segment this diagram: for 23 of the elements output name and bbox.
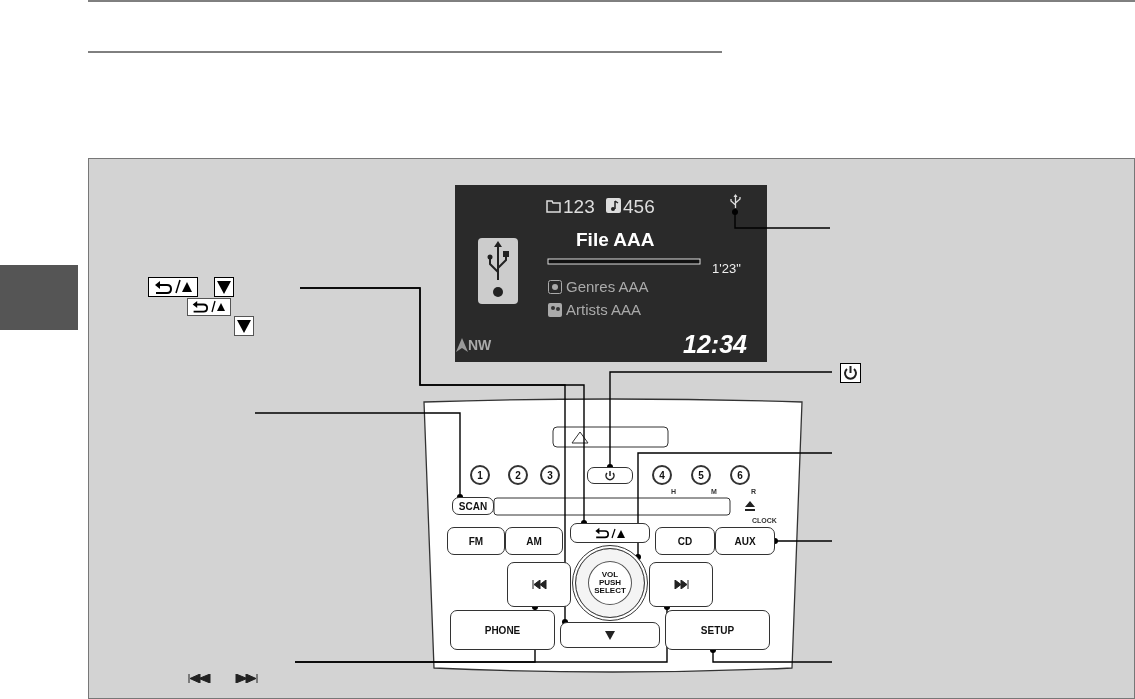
previous-track-button — [507, 562, 571, 607]
leader-line — [732, 209, 831, 229]
track-count: 456 — [623, 197, 655, 216]
phone-button: PHONE — [450, 610, 555, 650]
clock-display: 12:34 — [683, 332, 747, 357]
genre-text: Genres AAA — [566, 279, 649, 294]
track-title: File AAA — [576, 230, 655, 249]
power-button — [587, 467, 633, 484]
band-button: AM — [505, 527, 563, 555]
leader-line — [299, 287, 568, 625]
setup-button: SETUP — [665, 610, 770, 650]
down-button — [560, 622, 660, 648]
source-button: CD — [655, 527, 715, 555]
band-button: FM — [447, 527, 505, 555]
artist-text: Artists AAA — [566, 302, 642, 317]
aux-button: AUX — [715, 527, 775, 555]
folder-count: 123 — [563, 197, 595, 216]
leader-line — [635, 452, 833, 560]
next-track-button — [649, 562, 713, 607]
scan-button: SCAN — [452, 497, 494, 515]
heading-text: NW — [468, 338, 492, 352]
elapsed-time: 1'23" — [712, 262, 741, 275]
return-up-button — [570, 523, 650, 543]
